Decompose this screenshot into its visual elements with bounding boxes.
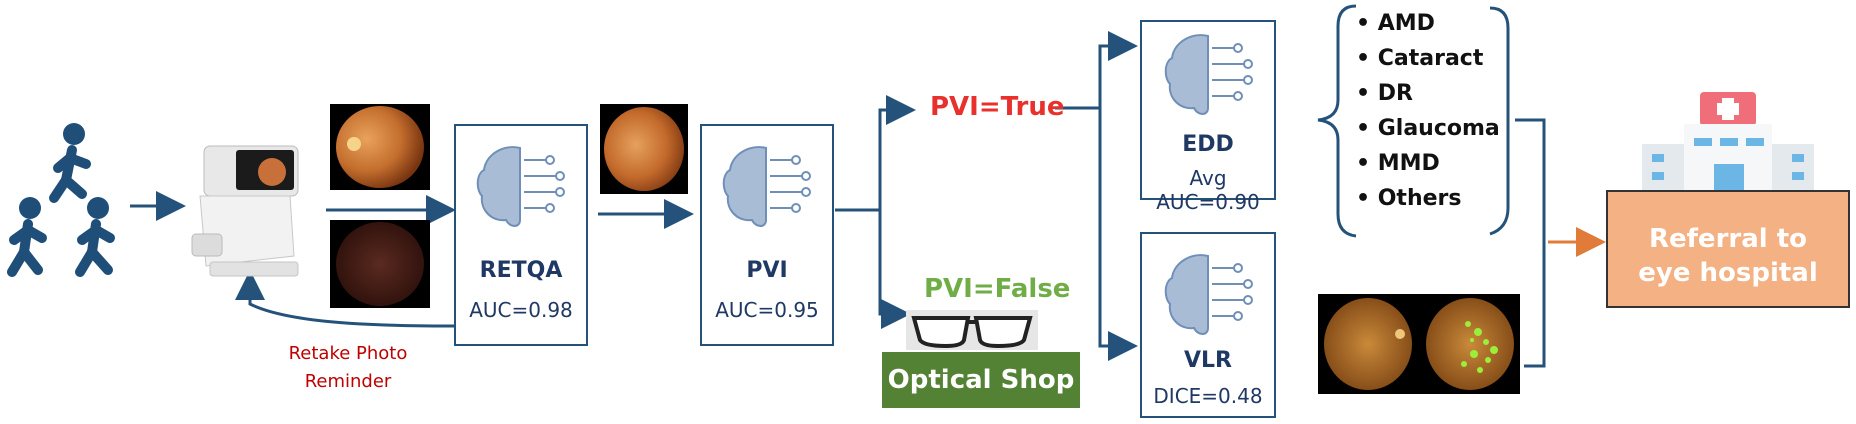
edd-title: EDD xyxy=(1182,132,1234,157)
pvi-title: PVI xyxy=(746,258,788,283)
pvi-true-label: PVI=True xyxy=(930,92,1065,122)
list-item: Others xyxy=(1356,181,1500,216)
edd-metric: Avg AUC=0.90 xyxy=(1156,166,1260,214)
ai-brain-icon xyxy=(1164,34,1253,115)
referral-label: Referral to eye hospital xyxy=(1638,224,1818,288)
vlr-module: VLR DICE=0.48 xyxy=(1140,232,1276,418)
ai-brain-icon xyxy=(476,146,565,227)
fundus-photo-qa-passed xyxy=(600,104,688,194)
pvi-metric: AUC=0.95 xyxy=(715,298,819,322)
fundus-photo-good xyxy=(330,104,430,190)
referral-box: Referral to eye hospital xyxy=(1606,190,1850,308)
retqa-module: RETQA AUC=0.98 xyxy=(454,124,588,346)
ai-brain-icon xyxy=(722,146,811,227)
patients-icon xyxy=(7,123,115,277)
list-item: DR xyxy=(1356,76,1500,111)
disease-list: AMD Cataract DR Glaucoma MMD Others xyxy=(1356,6,1500,216)
edd-module: EDD Avg AUC=0.90 xyxy=(1140,20,1276,214)
retqa-title: RETQA xyxy=(479,258,563,283)
pvi-false-label: PVI=False xyxy=(924,274,1071,304)
vlr-metric: DICE=0.48 xyxy=(1153,384,1263,408)
pvi-module: PVI AUC=0.95 xyxy=(700,124,834,346)
list-item: Cataract xyxy=(1356,41,1500,76)
list-item: Glaucoma xyxy=(1356,111,1500,146)
ai-brain-icon xyxy=(1164,254,1253,335)
vlr-title: VLR xyxy=(1184,348,1232,373)
fundus-photo-poor xyxy=(330,220,430,308)
list-item: MMD xyxy=(1356,146,1500,181)
optical-shop-label: Optical Shop xyxy=(882,352,1080,408)
list-item: AMD xyxy=(1356,6,1500,41)
fundus-camera-icon xyxy=(191,145,299,277)
glasses-icon xyxy=(906,310,1038,350)
retake-reminder-label: Retake Photo Reminder xyxy=(288,343,408,392)
retqa-metric: AUC=0.98 xyxy=(469,298,573,322)
lesion-segmentation-images xyxy=(1318,294,1520,394)
